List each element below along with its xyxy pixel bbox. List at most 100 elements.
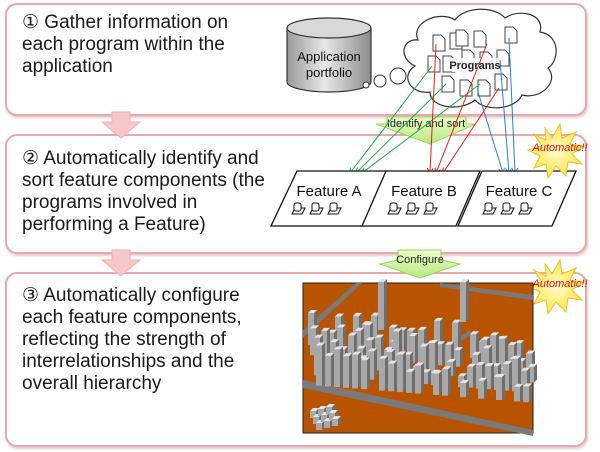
building-top (407, 327, 416, 331)
automatic-badge-step3: Automatic!! (526, 258, 588, 316)
building-side (491, 362, 494, 390)
step1-line: each program within the (22, 34, 225, 55)
building (404, 354, 410, 383)
step1-line: ① Gather information on (22, 12, 229, 33)
building-top (521, 367, 530, 371)
city-visualization (302, 279, 537, 436)
building-top (483, 345, 492, 349)
building (321, 415, 327, 422)
building (434, 320, 440, 356)
building (523, 386, 529, 403)
building-top (458, 373, 467, 377)
step3-line: ③ Automatically configure (22, 285, 240, 306)
building-top (409, 333, 418, 337)
building (310, 411, 316, 418)
building-top (318, 406, 327, 409)
automatic-label: Automatic!! (531, 278, 587, 290)
building-top (316, 342, 325, 346)
building-side (338, 416, 341, 426)
portfolio-label-line2: portfolio (306, 65, 352, 80)
building-top (523, 383, 532, 387)
building-side (476, 331, 479, 358)
building (512, 358, 518, 392)
building-top (442, 366, 451, 370)
building-top (366, 337, 375, 341)
building (379, 358, 385, 391)
building-top (422, 369, 431, 373)
building-top (499, 335, 508, 339)
building-side (426, 343, 429, 374)
building-top (337, 324, 346, 328)
step1-line: application (22, 56, 113, 77)
building (460, 282, 466, 322)
building-side (496, 332, 499, 370)
building (325, 355, 331, 387)
building (334, 349, 340, 388)
building (310, 328, 316, 356)
building-side (460, 347, 463, 367)
step3-line: interrelationships and the (22, 351, 235, 372)
building (420, 346, 426, 374)
thought-bubbles (362, 67, 407, 89)
building-top (355, 327, 364, 331)
step3-line: overall hierarchy (22, 373, 162, 394)
building-top (496, 374, 505, 378)
building-side (448, 366, 451, 396)
programs-cloud: Programs (403, 8, 557, 109)
building (454, 350, 460, 367)
building-top (490, 332, 499, 336)
feature-c-box: Feature C (457, 170, 577, 227)
step3-line: each feature components, (22, 307, 242, 328)
building-top (433, 370, 442, 374)
building-top (526, 350, 535, 354)
building (492, 366, 498, 380)
building-side (509, 361, 512, 391)
building-top (460, 279, 469, 282)
building-side (435, 339, 438, 375)
building (467, 366, 473, 388)
building (429, 342, 435, 375)
building (460, 382, 466, 398)
building (436, 344, 442, 366)
building (375, 337, 381, 371)
portfolio-label-line1: Application (297, 49, 361, 64)
building (470, 334, 476, 358)
building-side (520, 383, 523, 402)
building-side (331, 352, 334, 387)
automatic-label: Automatic!! (531, 142, 587, 154)
building (316, 345, 322, 386)
building (326, 407, 332, 414)
application-portfolio-database: Application portfolio (286, 17, 372, 93)
building-top (330, 339, 339, 343)
building-top (353, 312, 362, 316)
building (397, 354, 403, 393)
building (472, 354, 478, 369)
building (393, 331, 399, 372)
building (415, 365, 421, 394)
buildings (308, 279, 537, 430)
building (348, 335, 354, 369)
identify-sort-callout: Identify and sort (375, 116, 477, 145)
building-side (473, 363, 476, 388)
building (483, 348, 489, 379)
building (409, 336, 415, 364)
building-top (388, 360, 397, 364)
building-top (343, 353, 352, 357)
automatic-badge-step2: Automatic!! (526, 122, 588, 180)
building (433, 373, 439, 395)
building (329, 413, 335, 420)
feature-a-label: Feature A (296, 183, 361, 200)
configure-callout: Configure (378, 249, 462, 279)
building-top (503, 361, 512, 365)
building-top (436, 341, 445, 345)
building-top (389, 324, 398, 328)
building-top (445, 341, 454, 345)
building-top (447, 358, 456, 362)
building-side (421, 362, 424, 394)
building-top (514, 383, 523, 387)
step2-line: programs involved in (22, 192, 198, 213)
building-top (404, 351, 413, 355)
building (389, 327, 395, 352)
feature-b-program-icons (387, 202, 438, 215)
building-side (428, 369, 431, 385)
